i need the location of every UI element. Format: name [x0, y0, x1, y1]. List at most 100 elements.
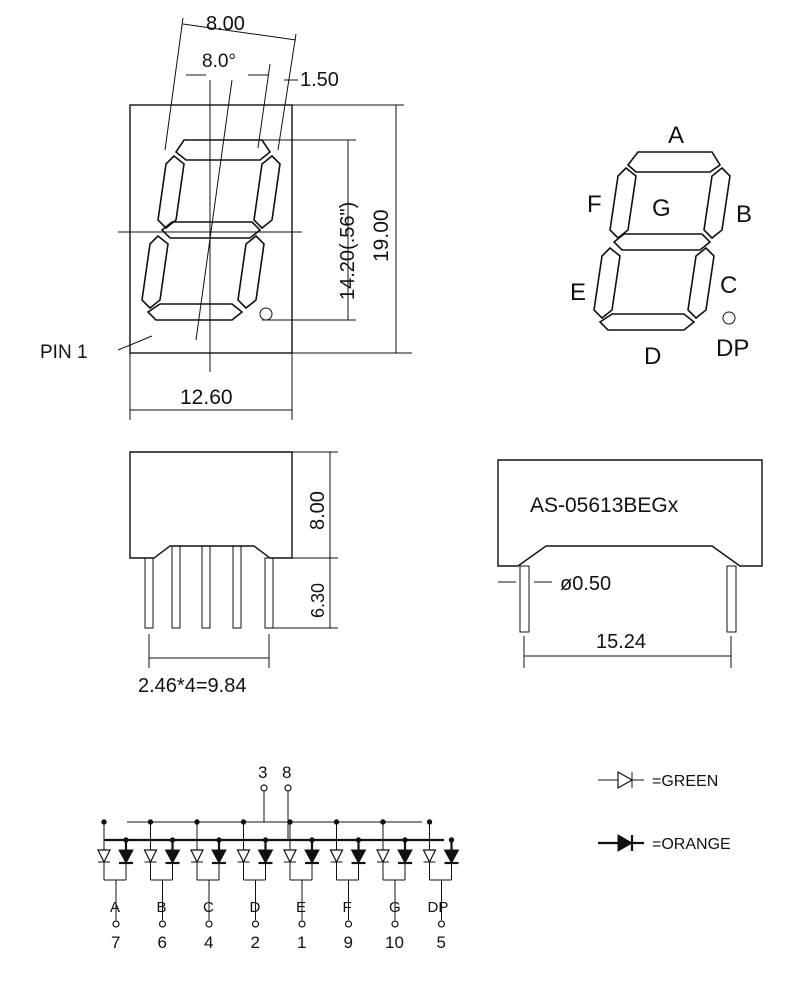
key-seg-g — [612, 233, 712, 251]
segment-pin-terminal — [298, 920, 306, 928]
junction-dot — [216, 837, 222, 843]
dim-dia-label: ø0.50 — [560, 573, 611, 595]
orange-diode-icon — [211, 849, 227, 865]
dim-row-label: 15.24 — [596, 631, 646, 653]
dim-pitch-label: 2.46*4=9.84 — [138, 675, 246, 697]
pin1-leader — [117, 335, 153, 351]
dim-8-label: 8.00 — [206, 13, 245, 35]
slant-axis — [195, 79, 233, 341]
segment-label: A — [110, 899, 120, 916]
key-seg-b — [703, 166, 731, 240]
common-pin-terminal — [260, 784, 268, 792]
common-pin-label: 8 — [282, 763, 291, 782]
junction-dot — [240, 819, 247, 825]
segment-pin-terminal — [158, 920, 167, 928]
junction-dot — [123, 837, 129, 843]
dim-1-50-label: 1.50 — [300, 69, 339, 91]
green-diode-icon — [97, 849, 111, 864]
green-diode-icon — [143, 849, 158, 864]
green-diode-icon — [422, 849, 437, 864]
segment-label: C — [203, 899, 214, 916]
dim-12-label: 12.60 — [180, 386, 233, 409]
key-seg-dp — [722, 311, 736, 325]
key-seg-f — [609, 166, 637, 240]
legend-green-label: =GREEN — [652, 773, 718, 790]
side-pin — [171, 545, 181, 629]
side-body-outline — [129, 451, 293, 559]
junction-dot — [380, 819, 386, 825]
junction-dot — [426, 819, 433, 825]
segment-key: A B C D E F G DP — [570, 122, 752, 370]
segment-pin-number: 6 — [158, 933, 167, 952]
front-seg-g — [160, 221, 262, 239]
green-diode-icon — [236, 849, 251, 864]
legend: =GREEN =ORANGE — [598, 770, 731, 853]
orange-diode-icon — [257, 849, 274, 865]
common-pin-label: 3 — [258, 763, 267, 782]
segment-label: E — [296, 899, 306, 916]
segment-pin-number: 10 — [385, 933, 404, 952]
segment-pin-number: 2 — [251, 933, 260, 952]
front-digit — [141, 139, 281, 321]
junction-dot — [262, 837, 269, 843]
side-pin — [201, 545, 211, 629]
front-seg-a — [174, 139, 272, 161]
display-body-outline — [129, 104, 293, 354]
legend-orange-diode-icon — [617, 834, 634, 852]
orange-diode-icon — [443, 849, 460, 865]
segment-pin-number: 9 — [344, 933, 353, 952]
junction-dot — [147, 819, 154, 825]
junction-dot — [309, 837, 315, 843]
orange-diode-icon — [304, 849, 320, 865]
pin1-label: PIN 1 — [40, 342, 88, 363]
segment-label: F — [343, 899, 352, 916]
segment-pin-terminal — [344, 920, 353, 928]
key-label-c: C — [720, 272, 737, 299]
junction-dot — [287, 819, 293, 825]
segment-pin-number: 5 — [437, 933, 446, 952]
end-pin-right — [726, 565, 737, 633]
junction-dot — [101, 819, 107, 825]
end-body-outline — [497, 459, 763, 567]
common-pin-terminal — [284, 784, 292, 792]
green-diode-icon — [329, 849, 344, 864]
junction-dot — [448, 837, 455, 843]
legend-green-diode-icon — [617, 770, 634, 790]
junction-dot — [194, 819, 200, 825]
front-view: 8.00 8.0° 1.50 14.20(.56") 19.00 PIN 1 1… — [40, 13, 412, 420]
key-seg-a — [626, 151, 722, 173]
end-pin-left — [519, 565, 530, 633]
segment-pin-terminal — [205, 920, 213, 928]
green-diode-icon — [283, 849, 297, 864]
orange-diode-icon — [350, 849, 367, 865]
orange-diode-icon — [164, 849, 181, 865]
key-label-b: B — [736, 201, 752, 228]
legend-orange-label: =ORANGE — [652, 836, 731, 853]
end-view: AS-05613BEGx ø0.50 15.24 — [497, 459, 763, 668]
orange-diode-icon — [118, 849, 134, 865]
segment-pin-terminal — [251, 920, 260, 928]
side-pins — [144, 545, 274, 629]
front-seg-f — [157, 154, 185, 230]
key-seg-e — [593, 246, 621, 320]
key-label-f: F — [587, 191, 602, 218]
front-seg-e — [141, 234, 169, 310]
junction-dot — [355, 837, 362, 843]
dim-14-label: 14.20(.56") — [337, 202, 359, 300]
segment-pin-terminal — [391, 920, 399, 928]
segment-label: B — [157, 899, 167, 916]
front-seg-b — [253, 154, 281, 230]
key-label-e: E — [570, 279, 586, 306]
orange-diode-icon — [397, 849, 413, 865]
dim-8-ext-right — [277, 33, 297, 151]
dim-1-50-ext — [257, 63, 271, 149]
junction-dot — [169, 837, 176, 843]
green-diode-icon — [190, 849, 204, 864]
segment-pin-number: 4 — [204, 933, 213, 952]
junction-dot — [333, 819, 340, 825]
segment-pin-number: 1 — [297, 933, 306, 952]
front-seg-d — [146, 303, 244, 321]
key-label-a: A — [668, 122, 684, 149]
